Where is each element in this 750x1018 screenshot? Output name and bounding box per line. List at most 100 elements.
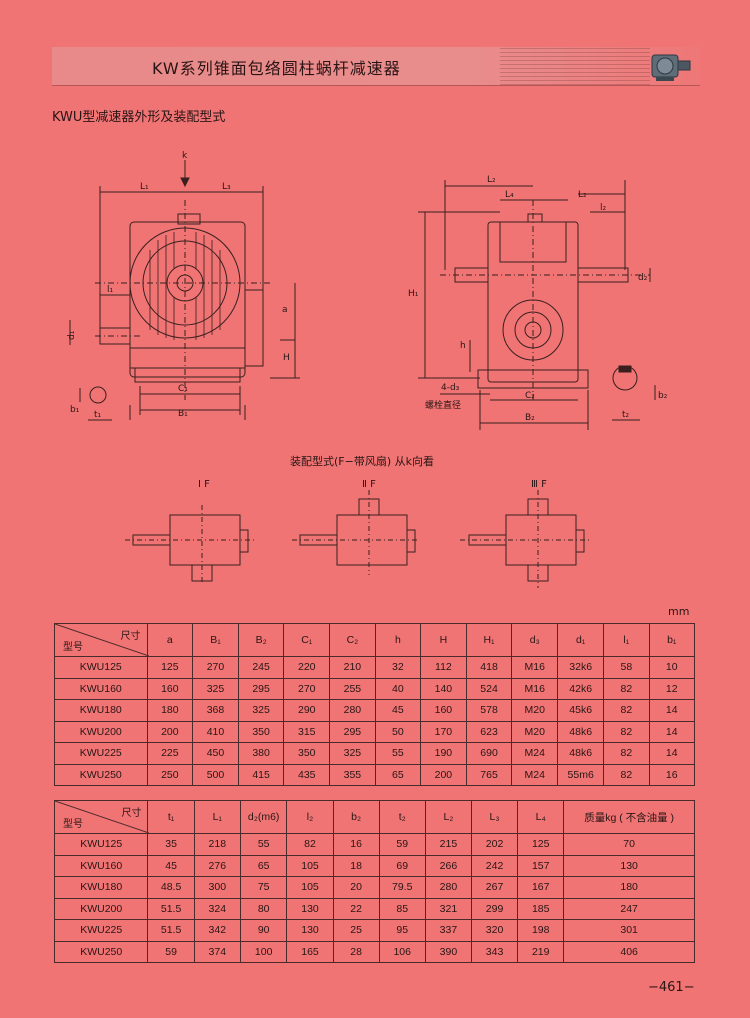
label-l1: l₁: [107, 285, 114, 295]
front-view-drawing: [69, 160, 300, 421]
table-cell: 290: [283, 699, 331, 722]
column-header: C₁: [283, 623, 331, 657]
table-cell: 28: [332, 940, 380, 963]
table-cell: 130: [286, 897, 334, 920]
table-cell: 325: [237, 699, 285, 722]
table-cell: M16: [511, 656, 559, 679]
table-cell: 415: [237, 763, 285, 786]
table-cell: 210: [329, 656, 376, 679]
label-C1: C₁: [178, 384, 188, 394]
table-cell: 295: [237, 677, 285, 700]
table-cell: 82: [603, 720, 650, 743]
model-cell: KWU250: [54, 763, 148, 786]
page-number: −461−: [648, 980, 695, 995]
column-header: d₂(m6): [239, 800, 288, 834]
table-cell: 450: [192, 742, 239, 765]
table-cell: 343: [470, 940, 519, 963]
table-cell: 160: [420, 699, 467, 722]
table-cell: 25: [332, 919, 380, 942]
technical-drawing: k L₁ L₃ l₁ a d₁ H C₁ B₁ b₁ t₁ L₂ L₄ L₂ l…: [67, 151, 668, 588]
table-cell: 578: [465, 699, 513, 722]
model-cell: KWU225: [53, 919, 149, 942]
table-cell: 350: [283, 742, 331, 765]
table-cell: 325: [192, 677, 239, 700]
table-cell: 165: [286, 940, 334, 963]
table-cell: 225: [146, 742, 194, 765]
table-cell: 35: [147, 833, 195, 856]
assembly-diagram-2: [292, 490, 420, 575]
table-cell: 280: [424, 876, 472, 899]
table-cell: 280: [329, 699, 376, 722]
assembly-diagram-3: [460, 490, 590, 588]
table-cell: 270: [283, 677, 331, 700]
table-cell: 48.5: [147, 876, 195, 899]
table-cell: 301: [563, 919, 695, 942]
table-cell: 45: [147, 854, 195, 877]
table-cell: 500: [192, 763, 239, 786]
page-title: KW系列锥面包络圆柱蜗杆减速器: [152, 59, 401, 78]
label-h: h: [460, 341, 466, 351]
column-header: l₂: [286, 800, 334, 834]
assembly-title: 装配型式(F−带风扇) 从k向看: [290, 454, 434, 468]
column-header: d₃: [511, 623, 559, 657]
table-cell: 215: [424, 833, 472, 856]
column-header: L₁: [193, 800, 241, 834]
label-d1: d₁: [67, 330, 77, 340]
assembly-type-2: Ⅱ F: [362, 479, 376, 490]
assembly-type-3: Ⅲ F: [531, 479, 547, 490]
table-cell: 59: [378, 833, 426, 856]
model-cell: KWU160: [53, 854, 149, 877]
table-cell: 270: [192, 656, 239, 679]
table-cell: 80: [239, 897, 288, 920]
table-cell: 435: [283, 763, 331, 786]
column-header: t₂: [378, 800, 426, 834]
table-cell: 418: [465, 656, 513, 679]
table-cell: 82: [286, 833, 334, 856]
column-header: L₃: [470, 800, 519, 834]
label-L2-right: L₂: [578, 190, 587, 200]
table-cell: 524: [465, 677, 513, 700]
column-header: H: [420, 623, 467, 657]
column-header: B₂: [237, 623, 285, 657]
label-l2: l₂: [600, 203, 607, 213]
table-cell: 267: [470, 876, 519, 899]
table-cell: 65: [239, 854, 288, 877]
table-cell: 324: [193, 897, 241, 920]
label-C2: C₂: [525, 391, 535, 401]
section-title: KWU型减速器外形及装配型式: [52, 110, 226, 125]
table-cell: 374: [193, 940, 241, 963]
table-cell: 623: [465, 720, 513, 743]
table-cell: 406: [563, 940, 695, 963]
table-cell: 266: [424, 854, 472, 877]
table-cell: 198: [517, 919, 565, 942]
label-B1: B₁: [178, 409, 188, 419]
column-header: a: [146, 623, 194, 657]
label-L1: L₁: [140, 182, 149, 192]
table-cell: 190: [420, 742, 467, 765]
table-cell: 295: [329, 720, 376, 743]
table-cell: 247: [563, 897, 695, 920]
table-cell: 75: [239, 876, 288, 899]
label-H1: H₁: [408, 289, 419, 299]
corner-top-label: 尺寸: [121, 808, 142, 819]
table-cell: 380: [237, 742, 285, 765]
table-cell: 45k6: [557, 699, 605, 722]
table-cell: 245: [237, 656, 285, 679]
model-cell: KWU200: [54, 720, 148, 743]
table-cell: 18: [332, 854, 380, 877]
table-cell: 130: [563, 854, 695, 877]
table-cell: 55: [374, 742, 422, 765]
table-cell: 220: [283, 656, 331, 679]
table-cell: 350: [237, 720, 285, 743]
banner-stripes: [500, 47, 650, 85]
model-cell: KWU225: [54, 742, 148, 765]
assembly-type-1: Ⅰ F: [198, 479, 210, 490]
table-cell: 59: [147, 940, 195, 963]
